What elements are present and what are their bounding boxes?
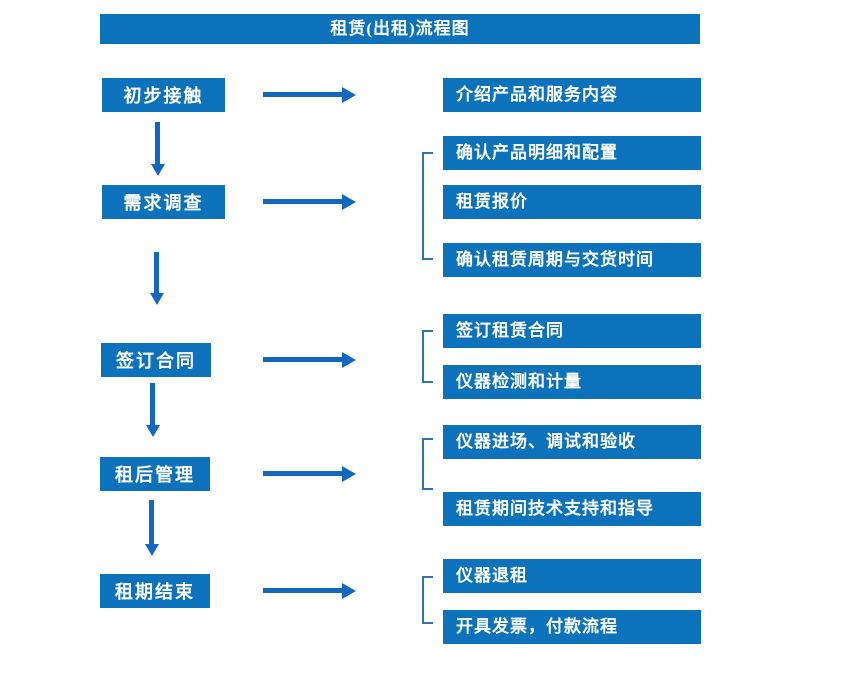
arrow-head-icon bbox=[342, 583, 356, 599]
detail-box-invoice-payment: 开具发票，付款流程 bbox=[443, 610, 701, 644]
group-bracket-rental-end bbox=[422, 576, 433, 624]
arrow-shaft bbox=[263, 357, 343, 362]
right-arrow-initial-contact bbox=[263, 87, 356, 103]
detail-box-introduce-products: 介绍产品和服务内容 bbox=[443, 78, 701, 112]
arrow-shaft bbox=[150, 383, 155, 425]
group-bracket-demand-survey bbox=[422, 152, 433, 260]
right-arrow-sign-contract bbox=[263, 352, 356, 368]
arrow-head-icon bbox=[146, 425, 160, 437]
step-box-initial-contact: 初步接触 bbox=[102, 78, 225, 112]
group-bracket-post-rental bbox=[422, 438, 433, 490]
detail-box-instrument-setup: 仪器进场、调试和验收 bbox=[443, 425, 701, 459]
arrow-head-icon bbox=[145, 544, 159, 556]
arrow-shaft bbox=[149, 500, 154, 544]
down-arrow-4 bbox=[145, 500, 159, 556]
detail-box-confirm-product-config: 确认产品明细和配置 bbox=[443, 136, 701, 170]
right-arrow-rental-end bbox=[263, 583, 356, 599]
arrow-shaft bbox=[263, 92, 343, 97]
step-box-demand-survey: 需求调查 bbox=[102, 185, 225, 219]
step-box-rental-end: 租期结束 bbox=[100, 574, 210, 608]
right-arrow-post-rental bbox=[263, 466, 356, 482]
arrow-shaft bbox=[263, 588, 343, 593]
arrow-head-icon bbox=[342, 194, 356, 210]
arrow-shaft bbox=[155, 122, 160, 164]
right-arrow-demand-survey bbox=[263, 194, 356, 210]
arrow-shaft bbox=[263, 199, 343, 204]
detail-box-rental-quote: 租赁报价 bbox=[443, 185, 701, 219]
group-bracket-sign-contract bbox=[422, 330, 433, 383]
down-arrow-3 bbox=[146, 383, 160, 437]
detail-box-confirm-rental-period: 确认租赁周期与交货时间 bbox=[443, 243, 701, 277]
diagram-title: 租赁(出租)流程图 bbox=[100, 14, 700, 44]
down-arrow-2 bbox=[150, 252, 164, 305]
detail-box-tech-support: 租赁期间技术支持和指导 bbox=[443, 492, 701, 526]
arrow-head-icon bbox=[150, 293, 164, 305]
arrow-shaft bbox=[263, 471, 343, 476]
step-box-post-rental-management: 租后管理 bbox=[100, 457, 210, 491]
detail-box-sign-rental-contract: 签订租赁合同 bbox=[443, 314, 701, 348]
detail-box-instrument-return: 仪器退租 bbox=[443, 559, 701, 593]
arrow-head-icon bbox=[342, 466, 356, 482]
arrow-head-icon bbox=[342, 87, 356, 103]
arrow-head-icon bbox=[151, 164, 165, 176]
detail-box-instrument-testing: 仪器检测和计量 bbox=[443, 365, 701, 399]
arrow-shaft bbox=[154, 252, 159, 293]
down-arrow-1 bbox=[151, 122, 165, 176]
arrow-head-icon bbox=[342, 352, 356, 368]
step-box-sign-contract: 签订合同 bbox=[101, 343, 211, 377]
